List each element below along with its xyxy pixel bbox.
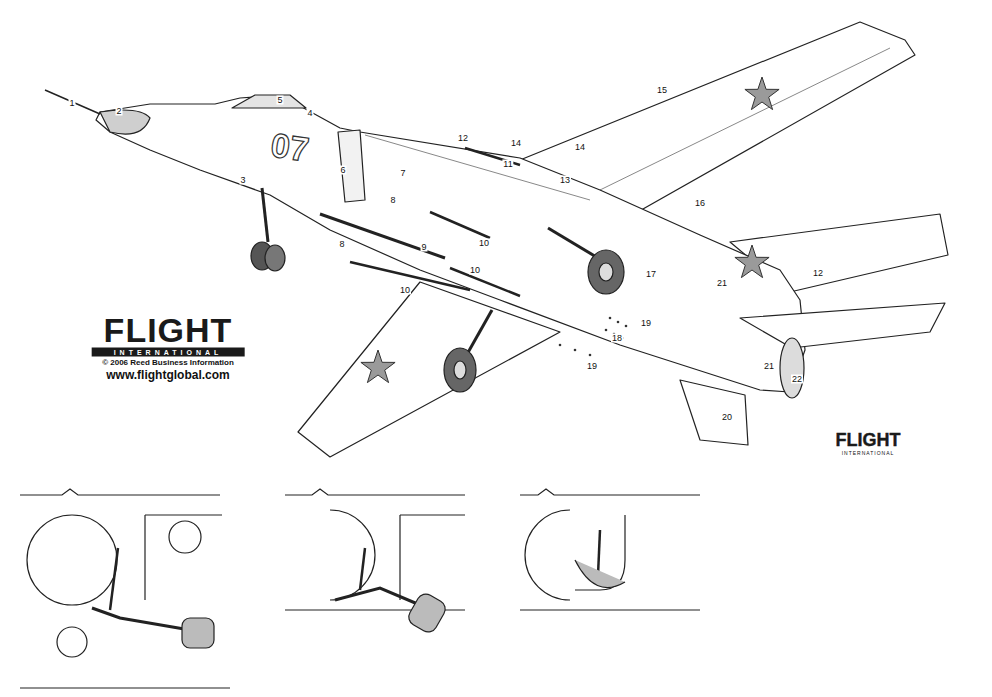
- callout-number: 21: [716, 279, 728, 288]
- logo-text: FLIGHT: [836, 431, 901, 449]
- website-url: www.flightglobal.com: [106, 369, 230, 381]
- near-wing: [298, 282, 560, 457]
- callout-number: 6: [339, 166, 346, 175]
- callout-number: 16: [694, 199, 706, 208]
- callout-number: 9: [420, 243, 427, 252]
- callout-number: 8: [338, 240, 345, 249]
- callout-number: 17: [645, 270, 657, 279]
- logo-subtitle: INTERNATIONAL: [842, 451, 895, 456]
- callout-number: 12: [457, 134, 469, 143]
- logo-text: FLIGHT: [104, 313, 233, 347]
- callout-number: 13: [559, 176, 571, 185]
- callout-number: 10: [469, 266, 481, 275]
- callout-number: 2: [115, 107, 122, 116]
- callout-number: 15: [656, 86, 668, 95]
- callout-number: 18: [611, 334, 623, 343]
- callout-number: 22: [791, 375, 803, 384]
- callout-number: 1: [68, 99, 75, 108]
- aircraft-number: 07: [269, 128, 311, 167]
- callout-number: 7: [399, 169, 406, 178]
- callout-number: 14: [510, 139, 522, 148]
- callout-number: 3: [239, 176, 246, 185]
- callout-number: 21: [763, 362, 775, 371]
- callout-number: 19: [640, 319, 652, 328]
- logo-subtitle: INTERNATIONAL: [92, 348, 245, 357]
- callout-number: 10: [399, 286, 411, 295]
- callout-number: 8: [389, 196, 396, 205]
- callout-number: 4: [306, 109, 313, 118]
- tailplane: [740, 303, 945, 348]
- callout-number: 5: [276, 96, 283, 105]
- copyright-note: © 2006 Reed Business Information: [102, 359, 234, 367]
- callout-number: 19: [586, 362, 598, 371]
- ventral-fin: [680, 380, 748, 445]
- callout-number: 12: [812, 269, 824, 278]
- callout-number: 20: [721, 413, 733, 422]
- callout-number: 10: [478, 239, 490, 248]
- callout-number: 14: [574, 143, 586, 152]
- callout-number: 11: [502, 160, 513, 169]
